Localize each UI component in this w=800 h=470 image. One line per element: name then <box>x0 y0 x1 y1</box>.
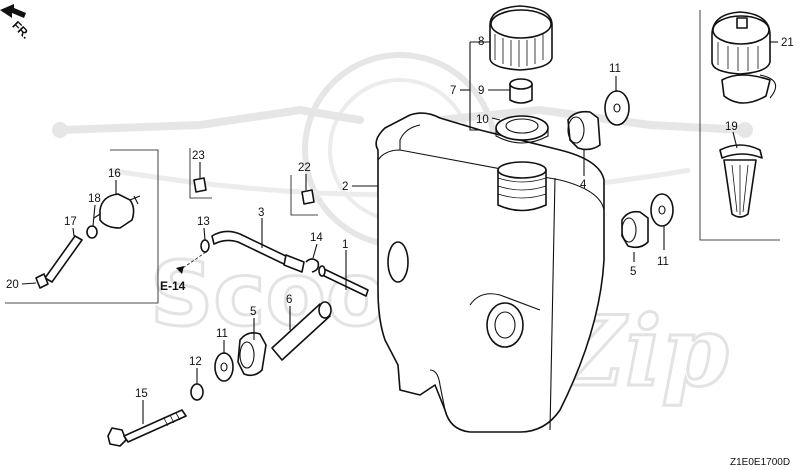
inset-frame-right <box>699 10 780 241</box>
grommet-lower-right <box>621 210 649 249</box>
hose-clip <box>200 239 210 253</box>
cap-assembly-inset <box>711 11 777 104</box>
fuel-joint <box>318 265 369 297</box>
washer-lower-right <box>650 193 674 227</box>
callout-9: 9 <box>478 85 484 97</box>
callout-21: 21 <box>781 37 794 49</box>
washer-upper <box>604 90 630 126</box>
inset-frame-left <box>5 149 159 304</box>
callout-22: 22 <box>298 162 311 174</box>
grommet-upper <box>567 110 601 151</box>
inset-bracket-23 <box>189 148 212 199</box>
strainer-inset <box>719 144 763 218</box>
callout-3: 3 <box>258 207 264 219</box>
callout-5-left: 5 <box>250 306 256 318</box>
filter-clip <box>86 225 98 239</box>
callout-11-upper: 11 <box>609 63 621 75</box>
callout-2: 2 <box>342 181 348 193</box>
tube <box>271 301 332 361</box>
callout-13: 13 <box>197 216 210 228</box>
fuel-hose <box>44 235 83 283</box>
hose-clamp <box>35 273 49 289</box>
front-direction-marker: FR. <box>0 4 33 42</box>
collar <box>190 383 204 401</box>
callout-15: 15 <box>135 388 148 400</box>
fuel-tank <box>375 112 605 433</box>
fuel-cap <box>489 5 553 71</box>
callout-5-right: 5 <box>630 266 636 278</box>
cap-seal <box>509 78 533 104</box>
grommet-lower-left <box>237 332 267 377</box>
callout-23: 23 <box>192 150 205 162</box>
callout-1: 1 <box>342 239 348 251</box>
callout-10: 10 <box>476 114 489 126</box>
callout-11-right: 11 <box>657 256 669 268</box>
strainer-ring <box>495 115 549 144</box>
washer-lower-left <box>214 352 234 382</box>
inset-bracket-22 <box>290 175 318 216</box>
callout-14: 14 <box>310 232 323 244</box>
callout-8: 8 <box>478 36 484 48</box>
tube-clip <box>305 258 320 273</box>
fuel-filter <box>93 193 141 229</box>
callout-12: 12 <box>189 356 202 368</box>
front-arrow-icon <box>0 4 26 18</box>
callout-19: 19 <box>725 121 738 133</box>
callout-4: 4 <box>580 179 587 191</box>
fuel-tube <box>211 230 305 273</box>
callout-11-left: 11 <box>216 328 228 340</box>
callout-7: 7 <box>450 85 456 97</box>
front-marker-label: FR. <box>9 18 33 42</box>
clip-22 <box>301 189 315 205</box>
callout-17: 17 <box>64 216 77 228</box>
callout-16: 16 <box>108 168 121 180</box>
filler-neck <box>497 161 547 212</box>
reference-label: E-14 <box>160 279 186 293</box>
callout-labels: 1 2 3 4 5 5 6 7 8 9 10 11 11 11 12 15 16… <box>6 36 794 400</box>
callout-20: 20 <box>6 279 19 291</box>
clip-23 <box>193 177 207 193</box>
callout-18: 18 <box>88 193 101 205</box>
leader-lines <box>21 41 778 424</box>
flange-bolt <box>107 409 187 447</box>
figure-code: Z1E0E1700D <box>730 457 790 468</box>
callout-6: 6 <box>286 294 292 306</box>
